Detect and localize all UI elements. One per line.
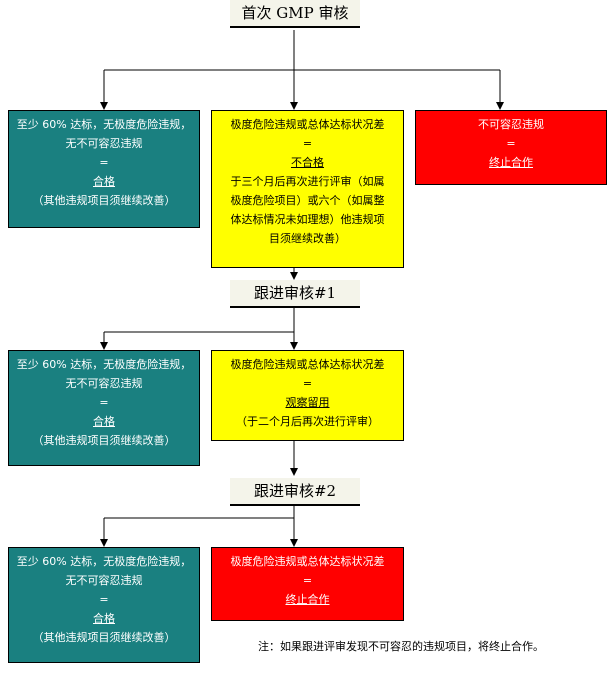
equals-sign: = xyxy=(99,396,109,409)
stage2-watch-box: 极度危险违规或总体达标状况差 = 观察留用 （于二个月后再次进行评审） xyxy=(211,350,404,441)
result-label: 终止合作 xyxy=(285,593,330,606)
equals-sign: = xyxy=(99,593,109,606)
fail-note-line: 于三个月后再次进行评审（如属 xyxy=(230,175,385,188)
equals-sign: = xyxy=(302,137,313,150)
stage3-pass-box: 至少 60% 达标，无极度危险违规， 无不可容忍违规 = 合格 （其他违规项目须… xyxy=(8,547,200,663)
result-label: 合格 xyxy=(93,415,115,428)
result-label: 合格 xyxy=(93,175,115,188)
equals-sign: = xyxy=(506,137,516,150)
fail-note-line: 体达标情况未如理想）他违规项 xyxy=(230,213,385,226)
fail-note-line: 目须继续改善） xyxy=(269,232,346,245)
stage1-fail-box: 极度危险违规或总体达标状况差 = 不合格 于三个月后再次进行评审（如属 极度危险… xyxy=(211,110,404,268)
pass-condition-line: 至少 60% 达标，无极度危险违规， xyxy=(16,118,192,131)
pass-note: （其他违规项目须继续改善） xyxy=(32,194,176,207)
stop-condition-line: 不可容忍违规 xyxy=(478,118,544,131)
fail-condition-line: 极度危险违规或总体达标状况差 xyxy=(230,118,385,131)
stage3-title: 跟进审核#2 xyxy=(230,478,360,506)
pass-condition-line: 无不可容忍违规 xyxy=(65,377,143,390)
stage1-title: 首次 GMP 审核 xyxy=(230,0,360,28)
stage3-stop-box: 极度危险违规或总体达标状况差 = 终止合作 xyxy=(211,547,404,621)
stage1-pass-box: 至少 60% 达标，无极度危险违规， 无不可容忍违规 = 合格 （其他违规项目须… xyxy=(8,110,200,228)
stop-condition-line: 极度危险违规或总体达标状况差 xyxy=(230,555,385,568)
result-label: 终止合作 xyxy=(489,156,533,169)
result-label: 不合格 xyxy=(291,156,324,169)
footnote: 注：如果跟进评审发现不可容忍的违规项目，将终止合作。 xyxy=(258,640,544,653)
stage2-title: 跟进审核#1 xyxy=(230,280,360,308)
pass-note: （其他违规项目须继续改善） xyxy=(32,631,176,644)
pass-note: （其他违规项目须继续改善） xyxy=(32,434,176,447)
pass-condition-line: 无不可容忍违规 xyxy=(65,137,143,150)
pass-condition-line: 至少 60% 达标，无极度危险违规， xyxy=(16,358,192,371)
equals-sign: = xyxy=(302,574,313,587)
watch-condition-line: 极度危险违规或总体达标状况差 xyxy=(230,358,385,371)
stage1-stop-box: 不可容忍违规 = 终止合作 xyxy=(415,110,607,185)
equals-sign: = xyxy=(99,156,109,169)
pass-condition-line: 无不可容忍违规 xyxy=(65,574,143,587)
fail-note-line: 极度危险项目）或六个（如属整 xyxy=(230,194,385,207)
result-label: 合格 xyxy=(93,612,115,625)
stage2-pass-box: 至少 60% 达标，无极度危险违规， 无不可容忍违规 = 合格 （其他违规项目须… xyxy=(8,350,200,466)
equals-sign: = xyxy=(302,377,313,390)
watch-note: （于二个月后再次进行评审） xyxy=(236,415,379,428)
pass-condition-line: 至少 60% 达标，无极度危险违规， xyxy=(16,555,192,568)
result-label: 观察留用 xyxy=(285,396,330,409)
